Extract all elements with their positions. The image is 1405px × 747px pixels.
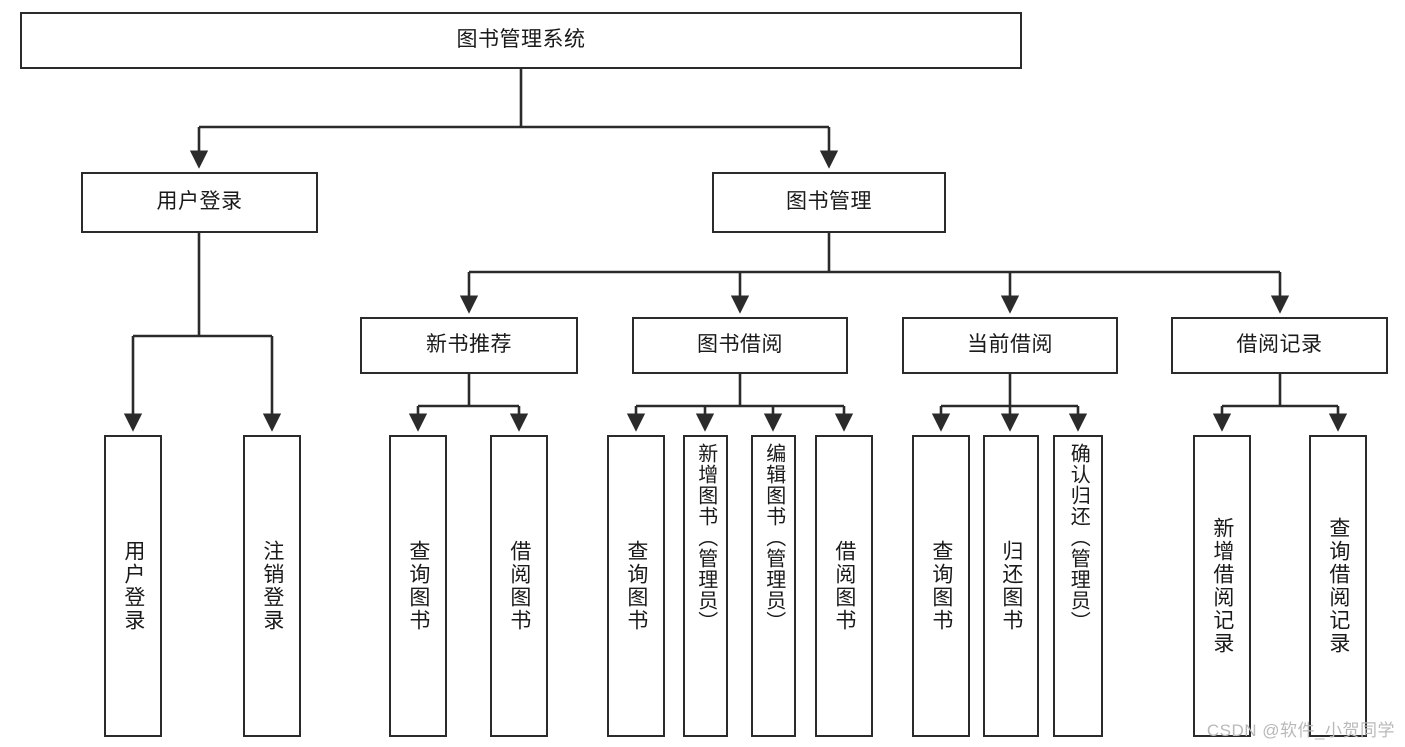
node-borrow-record[interactable]: 借阅记录 [1171,317,1388,374]
node-label: 用户登录 [121,540,145,632]
node-leaf-logout[interactable]: 注销登录 [243,435,301,737]
node-label: 归还图书 [999,540,1023,632]
node-label: 新书推荐 [426,333,512,357]
node-leaf-query-book-new[interactable]: 查询图书 [389,435,447,737]
node-label: 用户登录 [156,190,243,214]
node-label: 图书管理系统 [456,28,586,52]
node-label: 借阅图书 [507,540,531,632]
node-leaf-confirm-return-admin[interactable]: 确认归还（管理员） [1053,435,1103,737]
node-current-borrow[interactable]: 当前借阅 [902,317,1118,374]
node-label: 编辑图书（管理员） [762,443,785,632]
node-label: 注销登录 [260,540,284,632]
node-leaf-query-book-borrow[interactable]: 查询图书 [607,435,665,737]
node-label: 新增图书（管理员） [694,443,717,632]
node-label: 查询借阅记录 [1326,517,1350,655]
node-leaf-query-borrow-record[interactable]: 查询借阅记录 [1309,435,1367,737]
node-label: 借阅图书 [832,540,856,632]
node-label: 当前借阅 [967,333,1053,357]
csdn-watermark: CSDN @软件_小贺同学 [1206,721,1395,740]
node-user-login[interactable]: 用户登录 [81,172,318,233]
node-new-book-recommend[interactable]: 新书推荐 [360,317,578,374]
node-book-borrow[interactable]: 图书借阅 [632,317,848,374]
node-label: 确认归还（管理员） [1067,443,1090,632]
node-label: 新增借阅记录 [1210,517,1234,655]
node-label: 查询图书 [624,540,648,632]
node-label: 图书借阅 [697,333,783,357]
node-leaf-query-book-current[interactable]: 查询图书 [912,435,970,737]
node-leaf-edit-book-admin[interactable]: 编辑图书（管理员） [751,435,796,737]
node-leaf-add-book-admin[interactable]: 新增图书（管理员） [683,435,728,737]
node-leaf-user-login[interactable]: 用户登录 [104,435,162,737]
node-leaf-add-borrow-record[interactable]: 新增借阅记录 [1193,435,1251,737]
node-book-management[interactable]: 图书管理 [712,172,946,233]
node-label: 借阅记录 [1236,333,1323,357]
node-label: 查询图书 [929,540,953,632]
node-leaf-return-book[interactable]: 归还图书 [983,435,1039,737]
node-leaf-borrow-book-new[interactable]: 借阅图书 [490,435,548,737]
node-label: 查询图书 [406,540,430,632]
node-root-book-management-system[interactable]: 图书管理系统 [20,12,1022,69]
node-label: 图书管理 [786,190,872,214]
node-leaf-borrow-book[interactable]: 借阅图书 [815,435,873,737]
